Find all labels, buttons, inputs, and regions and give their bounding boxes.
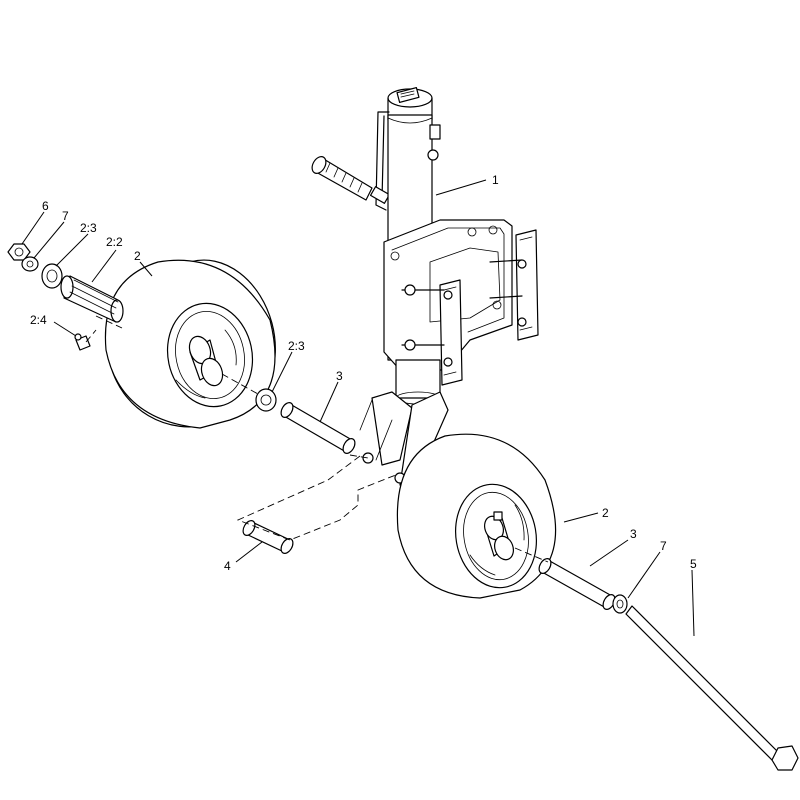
- callout-2-4: 2:4: [30, 313, 47, 327]
- callout-3-left: 3: [336, 369, 343, 383]
- bearing-part-2-3-center: [255, 388, 277, 412]
- grease-fitting-part-2-4: [74, 333, 91, 351]
- bushing-part-4: [242, 520, 294, 554]
- callout-2-3-center: 2:3: [288, 339, 305, 353]
- axle-bolt-part-5: [625, 605, 799, 771]
- washer-part-7-left: [21, 256, 39, 272]
- callout-5: 5: [690, 557, 697, 571]
- callout-2-3-left: 2:3: [80, 221, 97, 235]
- callout-2-right: 2: [602, 506, 609, 520]
- callout-3-right: 3: [630, 527, 637, 541]
- spacer-part-3-left: [280, 402, 356, 454]
- caster-fork: [359, 359, 449, 486]
- callout-6: 6: [42, 199, 49, 213]
- callout-4: 4: [224, 559, 231, 573]
- crank-grip: [311, 156, 391, 204]
- washer-part-7-right: [612, 594, 628, 614]
- callout-labels: 1 6 7 2:3 2:2 2 2:4 2:3 3 4 2 3 7 5: [30, 173, 697, 573]
- mount-bracket-right: [489, 229, 539, 341]
- mount-bracket-left: [401, 279, 463, 386]
- bearing-part-2-3-left: [41, 263, 63, 289]
- wheel-right: [396, 433, 557, 599]
- assembly-lines: [85, 315, 549, 563]
- callout-1: 1: [492, 173, 499, 187]
- callout-7-right: 7: [660, 539, 667, 553]
- spacer-part-3-right: [538, 558, 616, 610]
- jack-handle-loop: [375, 111, 390, 211]
- callout-7-left: 7: [62, 209, 69, 223]
- spacer-tube-part-2-2: [60, 275, 124, 323]
- nut-part-6: [7, 243, 31, 261]
- callout-leaders: [21, 179, 695, 637]
- jack-stand-assembly: [311, 86, 539, 486]
- wheel-left: [104, 259, 276, 429]
- callout-2-2: 2:2: [106, 235, 123, 249]
- callout-2-left: 2: [134, 249, 141, 263]
